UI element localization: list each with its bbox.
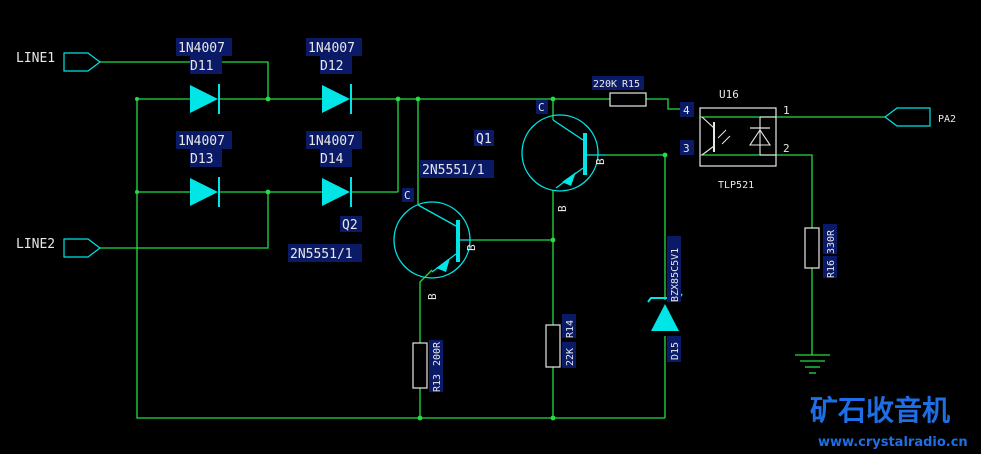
svg-text:1: 1	[783, 104, 790, 117]
transistor-q1: Q1 2N5551/1 C B B	[420, 100, 607, 212]
svg-text:C: C	[404, 189, 411, 202]
wires	[100, 61, 885, 419]
svg-text:B: B	[426, 293, 439, 300]
svg-text:PA2: PA2	[938, 114, 956, 125]
svg-text:1N4007: 1N4007	[308, 41, 355, 56]
svg-text:矿石收音机: 矿石收音机	[810, 394, 950, 427]
resistor-r14: R14 22K	[545, 314, 576, 368]
svg-text:C: C	[538, 101, 545, 114]
svg-text:1N4007: 1N4007	[178, 134, 225, 149]
svg-text:BZX85C5V1: BZX85C5V1	[670, 248, 681, 302]
diode-d12: 1N4007 D12	[306, 38, 362, 114]
svg-text:U16: U16	[719, 88, 739, 101]
svg-text:3: 3	[683, 142, 690, 155]
svg-text:LINE1: LINE1	[16, 51, 55, 66]
svg-text:2N5551/1: 2N5551/1	[422, 163, 485, 178]
svg-text:Q1: Q1	[476, 132, 492, 147]
svg-text:LINE2: LINE2	[16, 237, 55, 252]
svg-text:Q2: Q2	[342, 218, 358, 233]
watermark: 矿石收音机 www.crystalradio.cn	[810, 394, 968, 450]
svg-text:220K: 220K	[593, 79, 617, 90]
svg-text:D11: D11	[190, 59, 213, 74]
svg-text:D12: D12	[320, 59, 343, 74]
junction-dots	[135, 96, 668, 421]
svg-text:R13: R13	[432, 374, 443, 392]
diode-d11: 1N4007 D11	[176, 38, 232, 114]
transistor-q2: Q2 2N5551/1 C B B	[288, 188, 478, 300]
svg-text:200R: 200R	[432, 341, 443, 366]
port-pa2: PA2	[884, 107, 956, 127]
svg-text:R14: R14	[565, 320, 576, 338]
diode-d13: 1N4007 D13	[176, 131, 232, 207]
svg-text:TLP521: TLP521	[718, 180, 754, 191]
svg-text:B: B	[465, 244, 478, 251]
svg-text:1N4007: 1N4007	[178, 41, 225, 56]
resistor-r15: 220K R15	[592, 76, 647, 107]
svg-text:2N5551/1: 2N5551/1	[290, 247, 353, 262]
svg-text:4: 4	[683, 104, 690, 117]
svg-text:D13: D13	[190, 152, 213, 167]
svg-text:2: 2	[783, 142, 790, 155]
svg-text:R15: R15	[622, 79, 640, 90]
svg-text:D14: D14	[320, 152, 344, 167]
diode-d14: 1N4007 D14	[306, 131, 362, 207]
port-line1: LINE1	[16, 51, 101, 72]
svg-text:www.crystalradio.cn: www.crystalradio.cn	[818, 435, 968, 450]
svg-text:22K: 22K	[565, 348, 576, 366]
port-line2: LINE2	[16, 237, 101, 258]
resistor-r13: 200R R13	[412, 340, 443, 392]
svg-text:R16: R16	[826, 260, 837, 278]
svg-text:D15: D15	[670, 342, 681, 360]
svg-text:B: B	[556, 205, 569, 212]
svg-text:330R: 330R	[826, 229, 837, 254]
zener-d15: BZX85C5V1 D15	[647, 236, 683, 362]
svg-text:1N4007: 1N4007	[308, 134, 355, 149]
svg-text:B: B	[594, 158, 607, 165]
resistor-r16: 330R R16	[804, 224, 837, 278]
optocoupler-u16: U16 4 3 1 2 TLP521	[680, 88, 790, 191]
